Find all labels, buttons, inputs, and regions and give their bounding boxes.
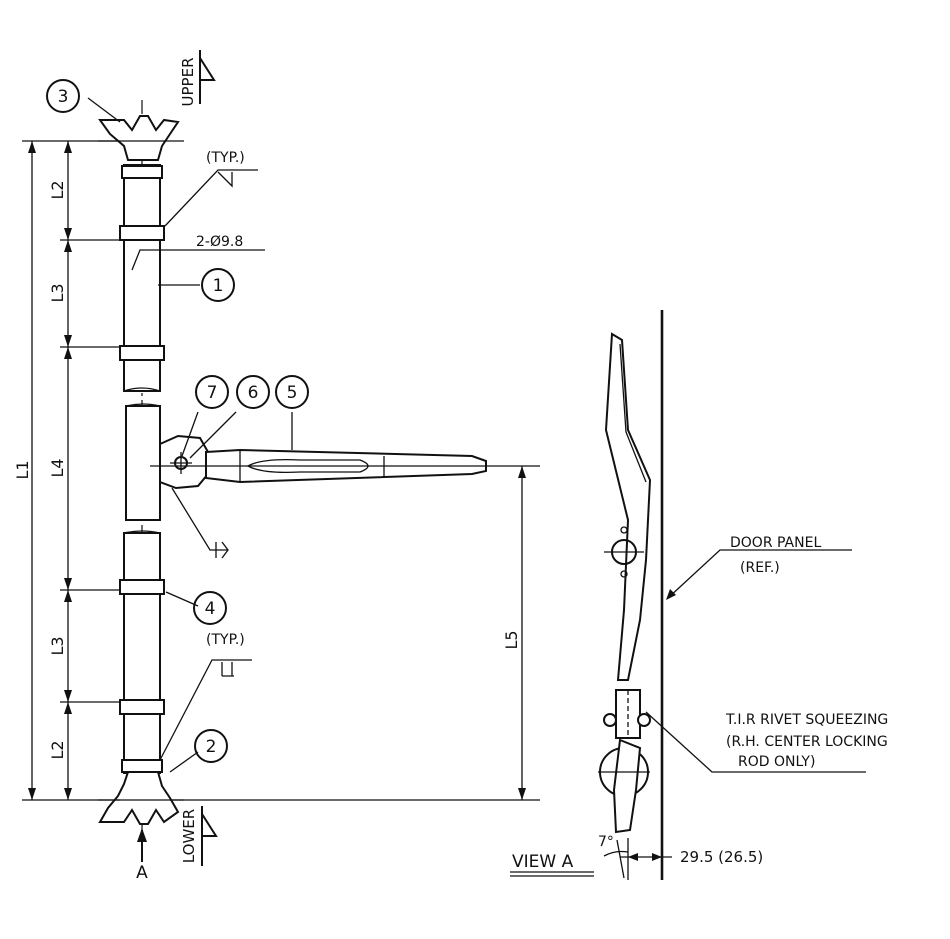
- balloon-6: 6: [236, 375, 270, 409]
- rod-band-6: [121, 759, 163, 773]
- door-panel-label: DOOR PANEL: [730, 535, 821, 551]
- rivet-note-line1: T.I.R RIVET SQUEEZING: [725, 712, 888, 728]
- rod-band-1: [121, 165, 163, 179]
- balloon-1: 1: [201, 268, 235, 302]
- middle-rod-tube: [125, 405, 161, 521]
- dim-l1: L1: [13, 460, 32, 479]
- view-a-arrow-label: A: [136, 863, 148, 883]
- weld-symbol-bottom: [221, 662, 234, 677]
- balloon-5-text: 5: [287, 383, 298, 403]
- upper-label: UPPER: [179, 58, 197, 107]
- weld-symbol-top: [217, 171, 233, 188]
- balloon-2-text: 2: [206, 737, 217, 757]
- locking-rod-main: [98, 100, 184, 835]
- angle-label: 7°: [598, 834, 614, 850]
- lower-rod-tube: [123, 532, 161, 774]
- balloon-7: 7: [195, 375, 229, 409]
- typ-bottom-label: (TYP.): [206, 632, 245, 648]
- cam-lever: [612, 738, 642, 834]
- balloon-1-text: 1: [213, 276, 224, 296]
- rivet-note-line3: ROD ONLY): [738, 754, 815, 770]
- rod-band-3: [119, 345, 165, 361]
- typ-top-label: (TYP.): [206, 150, 245, 166]
- balloon-7-text: 7: [207, 383, 218, 403]
- weld-symbol-middle: [215, 541, 229, 559]
- offset-dim-label: 29.5 (26.5): [680, 848, 763, 866]
- leader-lines: [87, 97, 293, 773]
- balloon-3-text: 3: [58, 87, 69, 107]
- rod-band-5: [119, 699, 165, 715]
- rod-bracket-side: [604, 332, 652, 681]
- lower-direction-marker: [201, 806, 218, 866]
- upper-direction-marker: [199, 50, 216, 104]
- door-panel-leader: [666, 549, 852, 600]
- balloon-5: 5: [275, 375, 309, 409]
- balloon-4: 4: [193, 591, 227, 625]
- balloon-3: 3: [46, 79, 80, 113]
- view-a-title: VIEW A: [512, 852, 574, 872]
- dim-l2-top: L2: [48, 180, 67, 199]
- dimension-lines: [22, 140, 540, 801]
- door-panel-ref-label: (REF.): [740, 560, 780, 576]
- balloon-2: 2: [194, 729, 228, 763]
- dim-l4: L4: [48, 458, 67, 477]
- balloon-4-text: 4: [205, 599, 216, 619]
- offset-dimension: [620, 853, 672, 861]
- hole-spec-label: 2-Ø9.8: [196, 234, 243, 250]
- rod-band-2: [119, 225, 165, 241]
- lower-cam: [98, 771, 180, 825]
- view-a-section: [598, 310, 664, 880]
- rod-band-4: [119, 579, 165, 595]
- dim-l3-top: L3: [48, 283, 67, 302]
- dim-l5: L5: [502, 630, 521, 649]
- dim-l2-bottom: L2: [48, 740, 67, 759]
- rivet-note-line2: (R.H. CENTER LOCKING: [726, 734, 888, 750]
- upper-cam: [98, 115, 180, 161]
- lower-label: LOWER: [180, 809, 198, 863]
- rivet-note-leader: [645, 711, 866, 773]
- view-a-arrow: [137, 828, 147, 862]
- handle-assembly: [150, 434, 540, 490]
- balloon-6-text: 6: [248, 383, 259, 403]
- dim-l3-bottom: L3: [48, 636, 67, 655]
